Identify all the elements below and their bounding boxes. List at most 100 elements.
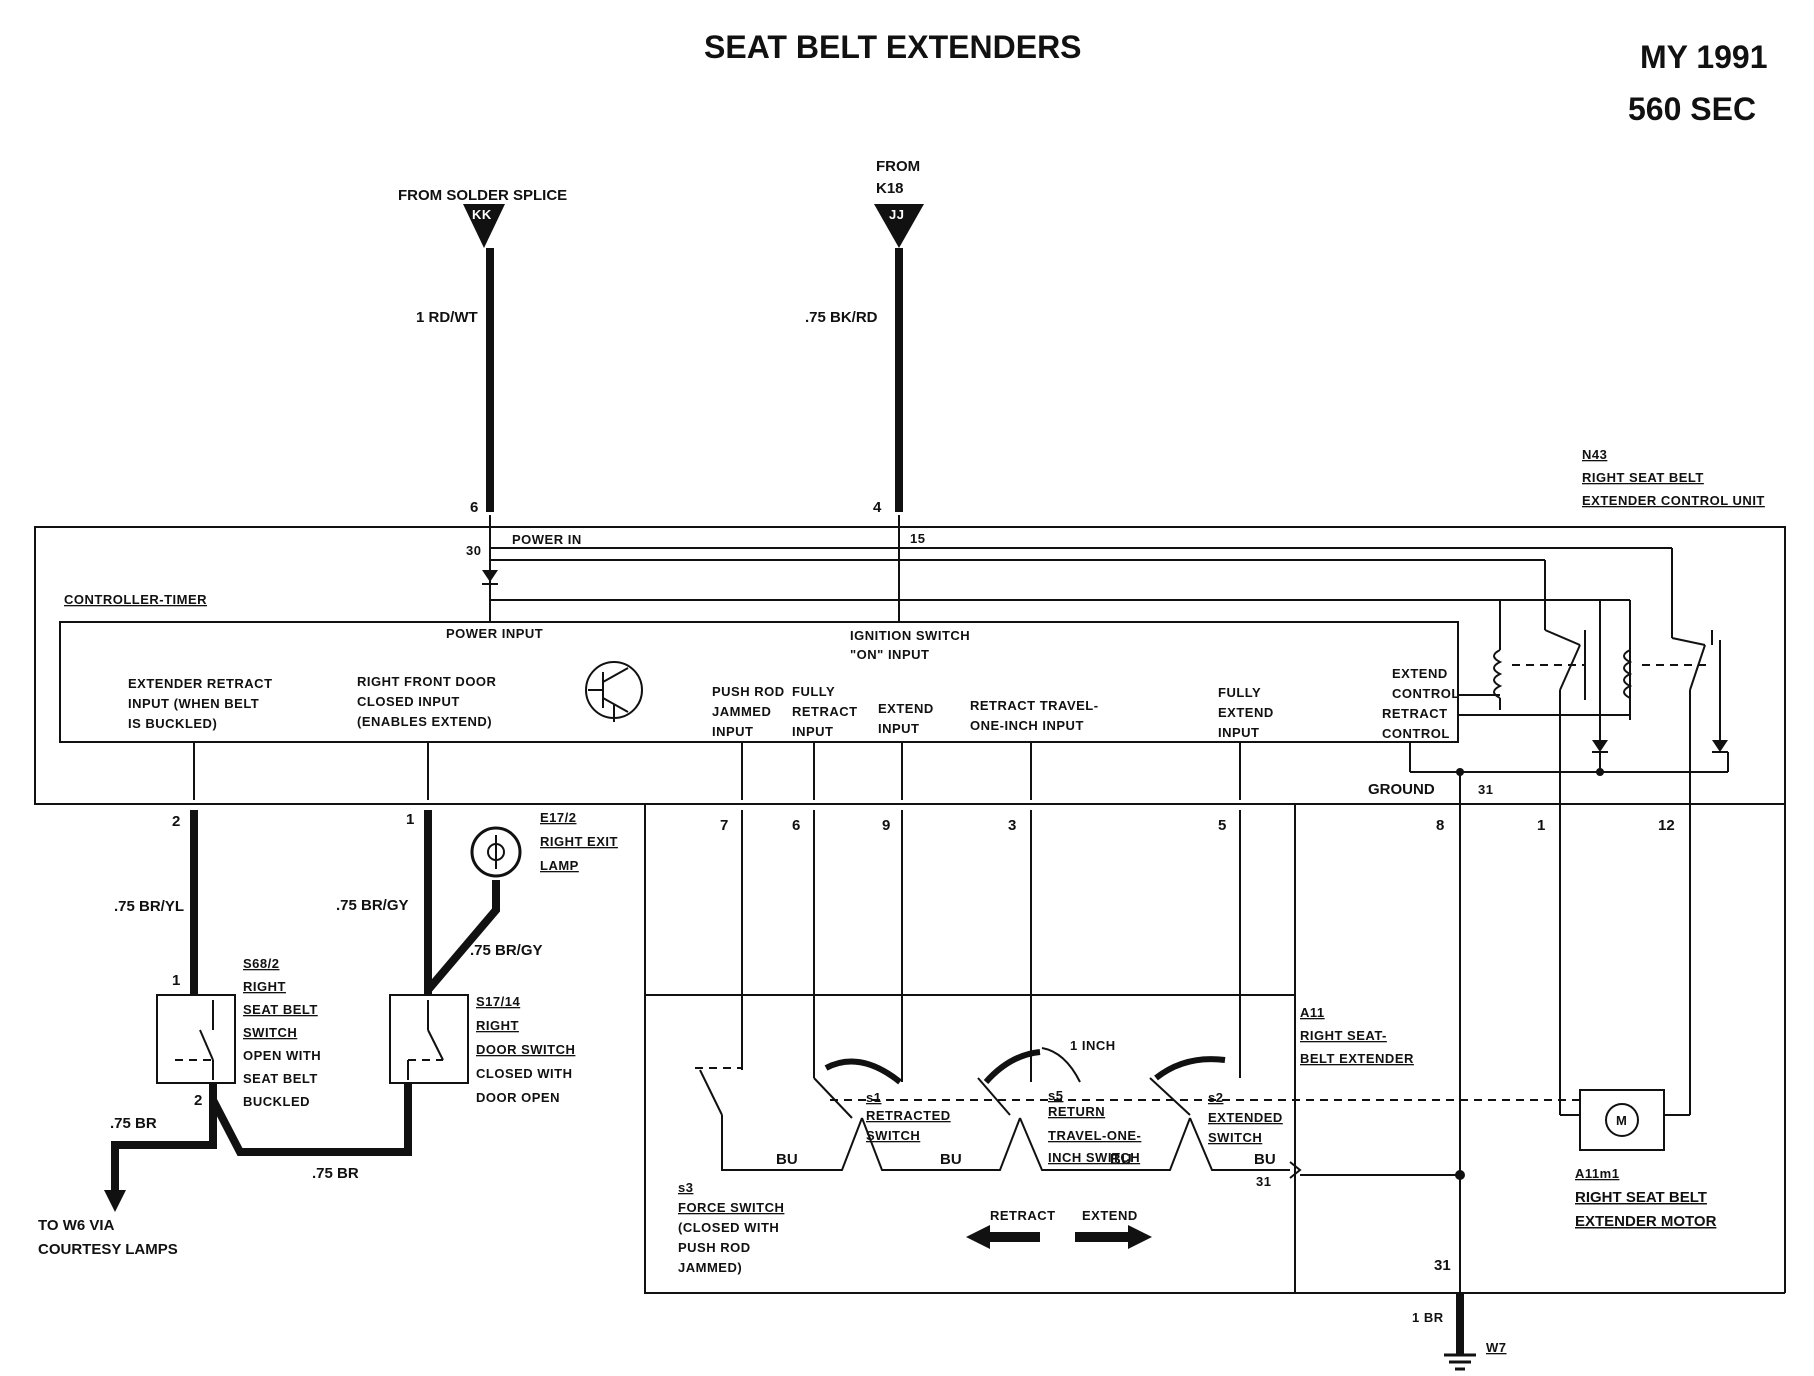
retract-label: RETRACT xyxy=(990,1208,1056,1223)
ground-w7: 31 1 BR W7 xyxy=(1300,810,1507,1371)
bu-3: BU xyxy=(1110,1151,1132,1168)
ground-code-w7: W7 xyxy=(1486,1340,1507,1355)
input-7-l3: INPUT xyxy=(1218,725,1260,740)
s3-l1: FORCE SWITCH xyxy=(678,1200,784,1215)
motor-a11m1: M A11m1 RIGHT SEAT BELT EXTENDER MOTOR xyxy=(645,803,1786,1294)
input-7-l2: EXTEND xyxy=(1218,705,1274,720)
s17-l4: DOOR OPEN xyxy=(476,1090,560,1105)
bu-4: BU xyxy=(1254,1151,1276,1168)
wire-bkrd-label: .75 BK/RD xyxy=(805,309,878,326)
s68-l4: OPEN WITH xyxy=(243,1048,321,1063)
source-kk-connector xyxy=(463,204,505,248)
pin-9-label: 9 xyxy=(882,817,890,834)
input-7-l1: FULLY xyxy=(1218,685,1261,700)
ignition-label-2: "ON" INPUT xyxy=(850,647,929,662)
wire-br1-label: .75 BR xyxy=(110,1115,157,1132)
retract-control-l1: RETRACT xyxy=(1382,706,1448,721)
pin-6-label: 6 xyxy=(470,499,478,516)
extend-label: EXTEND xyxy=(1082,1208,1138,1223)
bu-2: BU xyxy=(940,1151,962,1168)
lamp-l2: LAMP xyxy=(540,858,579,873)
s17-l2: DOOR SWITCH xyxy=(476,1042,575,1057)
a11-pin-31: 31 xyxy=(1256,1174,1271,1189)
retract-control-l2: CONTROL xyxy=(1382,726,1450,741)
controller-timer-box xyxy=(59,621,1459,743)
motor-box xyxy=(1579,1089,1665,1151)
pin-6b-label: 6 xyxy=(792,817,800,834)
source-kk-label: FROM SOLDER SPLICE xyxy=(398,187,567,204)
s5-l2: TRAVEL-ONE- xyxy=(1048,1128,1141,1143)
source-jj-connector xyxy=(874,204,924,248)
s68-l6: BUCKLED xyxy=(243,1094,310,1109)
ground-pin-31: 31 xyxy=(1434,1257,1451,1274)
input-4-l1: FULLY xyxy=(792,684,835,699)
motor-symbol: M xyxy=(1616,1113,1627,1128)
s2-code: s2 xyxy=(1208,1090,1223,1105)
one-inch-label: 1 INCH xyxy=(1070,1038,1116,1053)
input-5-l1: EXTEND xyxy=(878,701,934,716)
input-1-l2: INPUT (WHEN BELT xyxy=(128,696,259,711)
br-wiring: .75 BR .75 BR TO W6 VIA COURTESY LAMPS xyxy=(38,1083,412,1258)
pin-12-label: 12 xyxy=(1658,817,1675,834)
s5-l3: INCH SWITCH xyxy=(1048,1150,1140,1165)
ct-input-arrows xyxy=(193,742,1241,800)
lamp-code: E17/2 xyxy=(540,810,576,825)
to-w6-l2: COURTESY LAMPS xyxy=(38,1241,178,1258)
input-3-l1: PUSH ROD xyxy=(712,684,785,699)
pin-1-label: 1 xyxy=(406,811,414,828)
s68-l2: SEAT BELT xyxy=(243,1002,318,1017)
s68-l1: RIGHT xyxy=(243,979,286,994)
relay-extend xyxy=(1458,600,1608,810)
pin-1b-label: 1 xyxy=(1537,817,1545,834)
s68-l5: SEAT BELT xyxy=(243,1071,318,1086)
s1-l2: SWITCH xyxy=(866,1128,920,1143)
diagram-title: SEAT BELT EXTENDERS xyxy=(704,29,1082,65)
input-1-l3: IS BUCKLED) xyxy=(128,716,217,731)
relay-retract xyxy=(1458,630,1728,810)
controller-timer-label: CONTROLLER-TIMER xyxy=(64,592,207,607)
motor-code: A11m1 xyxy=(1575,1166,1619,1181)
a11-code: A11 xyxy=(1300,1005,1325,1020)
ignition-label-1: IGNITION SWITCH xyxy=(850,628,970,643)
input-6-l1: RETRACT TRAVEL- xyxy=(970,698,1099,713)
s68-code: S68/2 xyxy=(243,956,279,971)
to-w6-l1: TO W6 VIA xyxy=(38,1217,115,1234)
input-3-l3: INPUT xyxy=(712,724,754,739)
pin-30-label: 30 xyxy=(466,543,481,558)
n43-outline xyxy=(34,526,1786,805)
extend-control-l1: EXTEND xyxy=(1392,666,1448,681)
s3-l3: PUSH ROD xyxy=(678,1240,751,1255)
ground-label: GROUND xyxy=(1368,781,1435,798)
pin-row: 2 1 7 6 9 3 5 8 1 12 xyxy=(35,803,1785,834)
motor-icon xyxy=(1605,1103,1639,1137)
input-1-l1: EXTENDER RETRACT xyxy=(128,676,273,691)
pin-4-label: 4 xyxy=(873,499,882,516)
input-4-l3: INPUT xyxy=(792,724,834,739)
model-year: MY 1991 xyxy=(1640,39,1768,75)
source-kk-code: KK xyxy=(472,207,492,222)
s17-box xyxy=(389,994,469,1084)
extend-control-l2: CONTROL xyxy=(1392,686,1460,701)
source-jj: FROM K18 JJ .75 BK/RD 4 xyxy=(805,158,924,516)
extend-arrow-icon xyxy=(1075,1232,1130,1242)
input-6-l2: ONE-INCH INPUT xyxy=(970,718,1084,733)
s3-l2: (CLOSED WITH xyxy=(678,1220,779,1235)
input-2-l3: (ENABLES EXTEND) xyxy=(357,714,492,729)
wire-1br-label: 1 BR xyxy=(1412,1310,1444,1325)
s17-code: S17/14 xyxy=(476,994,520,1009)
s3-code: s3 xyxy=(678,1180,693,1195)
lamp-icon xyxy=(470,826,522,878)
pin-3-label: 3 xyxy=(1008,817,1016,834)
s3-l4: JAMMED) xyxy=(678,1260,742,1275)
power-in-label: POWER IN xyxy=(512,532,582,547)
model-name: 560 SEC xyxy=(1628,91,1756,127)
wire-rdwt-label: 1 RD/WT xyxy=(416,309,478,326)
motor-l1: RIGHT SEAT BELT xyxy=(1575,1189,1707,1206)
wire-bryl-label: .75 BR/YL xyxy=(114,898,184,915)
pin-2-label: 2 xyxy=(172,813,180,830)
wire-br2-label: .75 BR xyxy=(312,1165,359,1182)
pin-8-label: 8 xyxy=(1436,817,1444,834)
a11-l1: RIGHT SEAT- xyxy=(1300,1028,1387,1043)
diode-power xyxy=(482,570,498,582)
